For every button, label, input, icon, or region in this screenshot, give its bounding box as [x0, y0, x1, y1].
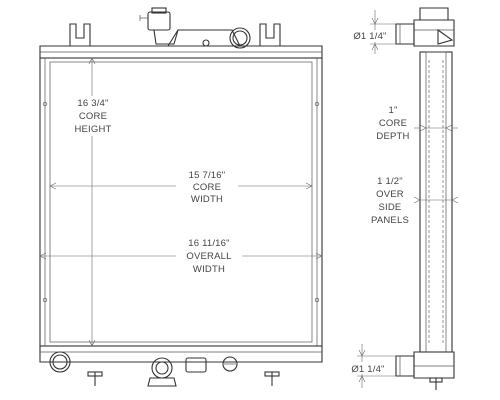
- core-depth-dimension: 1" CORE DEPTH: [372, 102, 458, 144]
- core-depth-line1: CORE: [379, 118, 407, 129]
- core-width-line2: WIDTH: [191, 194, 223, 205]
- core-height-line2: HEIGHT: [74, 124, 111, 135]
- core-width-value: 15 7/16": [189, 170, 226, 181]
- side-panels-line2: SIDE: [379, 202, 402, 213]
- side-panels-dimension: 1 1/2" OVER SIDE PANELS: [366, 172, 459, 228]
- side-panels-line3: PANELS: [371, 215, 409, 226]
- side-panels-value: 1 1/2": [377, 176, 403, 187]
- filler-neck: [139, 7, 179, 45]
- core-height-value: 16 3/4": [77, 98, 108, 109]
- overall-width-line1: OVERALL: [186, 251, 231, 262]
- core-height-line1: CORE: [79, 111, 107, 122]
- outlet-diameter-dimension: Ø1 1/4": [344, 344, 396, 388]
- radiator-side-view: Ø1 1/4" 1" CORE DEPTH 1 1/2" OVER SIDE P…: [344, 7, 459, 390]
- inlet-diameter-dimension: Ø1 1/4": [347, 10, 396, 54]
- core-depth-line2: DEPTH: [376, 131, 409, 142]
- bottom-tank: [39, 345, 323, 387]
- core-depth-value: 1": [388, 105, 397, 116]
- overall-width-value: 16 11/16": [188, 238, 229, 249]
- radiator-front-view: 16 3/4" CORE HEIGHT 15 7/16" CORE WIDTH …: [39, 7, 323, 387]
- overall-width-dimension: 16 11/16" OVERALL WIDTH: [39, 236, 323, 276]
- core-width-dimension: 15 7/16" CORE WIDTH: [49, 168, 313, 208]
- inlet-diameter-value: Ø1 1/4": [353, 31, 386, 42]
- top-tank: [39, 23, 323, 59]
- overall-width-line2: WIDTH: [193, 264, 225, 275]
- core-height-dimension: 16 3/4" CORE HEIGHT: [66, 57, 120, 347]
- outlet-diameter-value: Ø1 1/4": [351, 364, 384, 375]
- core-width-line1: CORE: [193, 182, 221, 193]
- side-panels-line1: OVER: [376, 189, 404, 200]
